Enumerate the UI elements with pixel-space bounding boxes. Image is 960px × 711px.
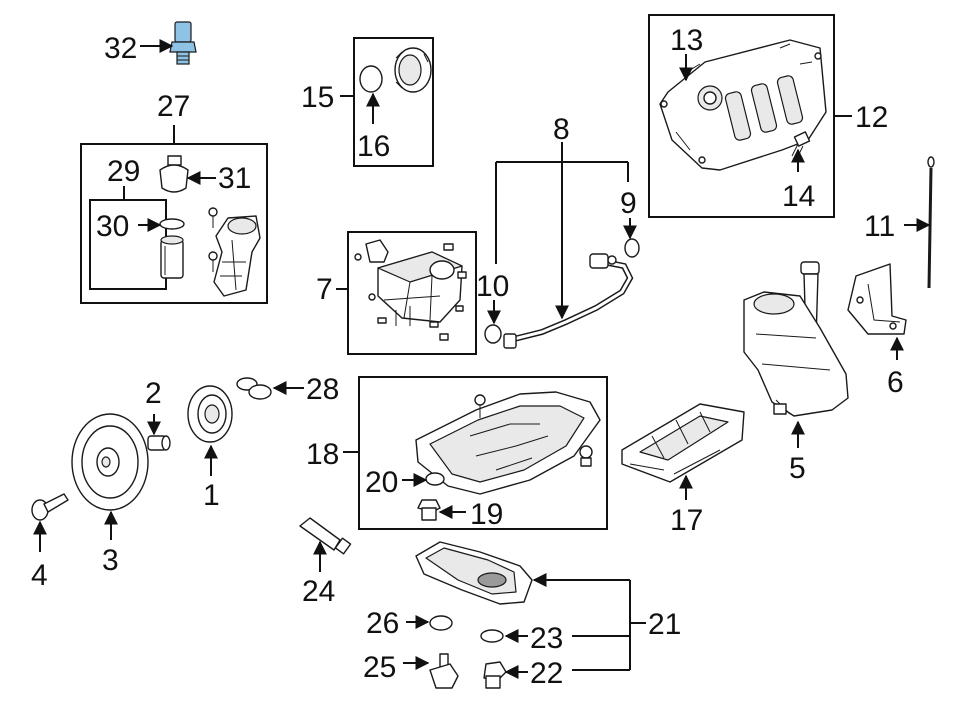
oil-level-sensor-part [429,653,459,689]
callout-24: 24 [302,575,335,608]
callout-21: 21 [648,608,681,641]
valve-cover-part [659,39,827,171]
callout-23: 23 [530,622,563,655]
callout-10: 10 [476,270,509,303]
callout-22: 22 [530,657,563,690]
breather-hose-part [503,253,634,349]
oil-filter-housing-part [208,207,261,297]
dipstick-part [927,156,935,289]
callout-27: 27 [157,90,190,123]
filter-o-ring-part [159,218,185,230]
callout-2: 2 [145,377,162,410]
oil-filter-cap-part [159,155,189,193]
callout-30: 30 [96,210,129,243]
callout-6: 6 [887,366,904,399]
callout-labels: 32 27 29 31 30 15 16 8 13 12 14 9 11 10 … [31,24,904,690]
callout-1: 1 [203,479,220,512]
drain-plug-lower-part [483,661,507,689]
oil-filter-element-part [160,235,184,279]
idler-pulley-part [187,385,233,443]
callout-12: 12 [855,101,888,134]
filler-cap-seal-part [359,65,383,93]
pulley-bolt-part [31,493,69,521]
pan-o-ring-part [425,472,445,486]
bracket-part [847,263,907,335]
callout-13: 13 [670,24,703,57]
callout-11: 11 [864,210,895,243]
bushing-part [147,435,171,451]
callout-16: 16 [357,130,390,163]
drain-seal-part [480,629,504,643]
crankshaft-pulley-part [71,413,149,511]
sealant-tube-part [299,517,352,555]
gasket-pair-part [236,377,272,400]
callout-4: 4 [31,559,48,592]
hose-seal-upper-part [624,238,640,258]
callout-7: 7 [316,273,333,306]
hose-seal-lower-part [484,324,502,344]
oil-filler-cap-part [394,47,432,93]
callout-26: 26 [366,607,399,640]
callout-3: 3 [102,544,119,577]
drain-plug-upper-part [417,499,441,521]
callout-20: 20 [365,466,398,499]
drain-washer-part [429,615,453,631]
oil-separator-box [347,231,477,355]
oil-pressure-sensor-part [169,21,197,65]
callout-8: 8 [553,113,570,146]
oil-separator-part [354,239,467,341]
callout-14: 14 [782,180,815,213]
callout-17: 17 [670,504,703,537]
lower-oil-pan-part [415,541,533,605]
callout-15: 15 [301,81,334,114]
callout-31: 31 [218,162,251,195]
callout-29: 29 [107,155,140,188]
filler-cap-box [353,37,434,167]
callout-5: 5 [789,452,806,485]
callout-25: 25 [363,651,396,684]
callout-32: 32 [104,32,137,65]
callout-19: 19 [470,498,503,531]
oil-reservoir-part [743,261,849,417]
callout-9: 9 [620,187,637,220]
baffle-plate-part [621,403,745,483]
upper-oil-pan-part [415,391,601,495]
callout-18: 18 [306,438,339,471]
leader-lines [33,39,931,679]
callout-28: 28 [306,373,339,406]
